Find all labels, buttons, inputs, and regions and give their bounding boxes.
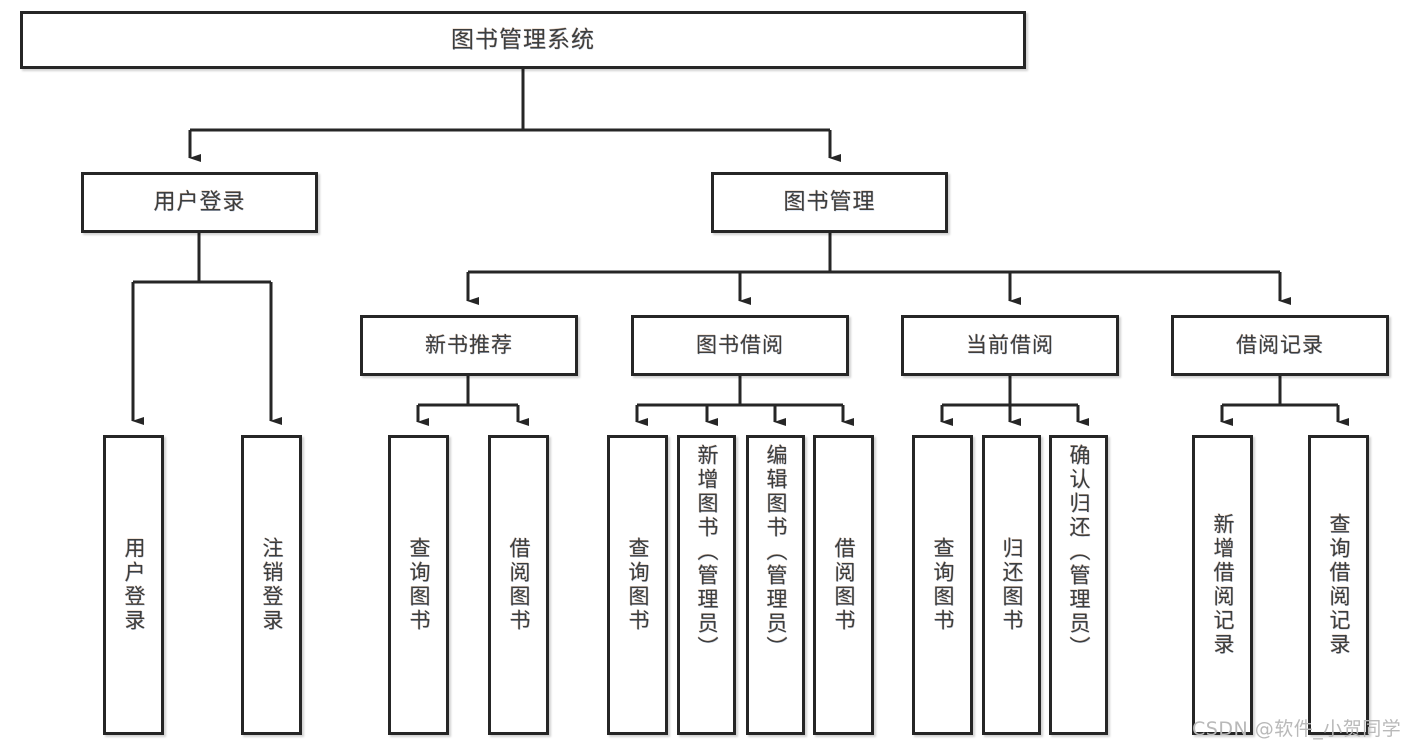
csdn-watermark: CSDN @软件_小贺同学	[1192, 718, 1402, 740]
leaf-book-borrow-query[interactable]: 查询图书	[607, 435, 668, 735]
leaf-book-borrow-edit-label: 编辑图书（管理员）	[763, 444, 788, 660]
leaf-current-borrow-confirm-return-label: 确认归还（管理员）	[1066, 444, 1091, 660]
leaf-current-borrow-query[interactable]: 查询图书	[912, 435, 973, 735]
leaf-user-login-login[interactable]: 用户登录	[103, 435, 164, 735]
node-borrow-record[interactable]: 借阅记录	[1171, 315, 1389, 376]
leaf-borrow-record-add-label: 新增借阅记录	[1210, 513, 1235, 657]
leaf-user-login-logout[interactable]: 注销登录	[241, 435, 302, 735]
leaf-book-borrow-add-label: 新增图书（管理员）	[694, 444, 719, 660]
leaf-new-book-query-label: 查询图书	[406, 537, 431, 633]
node-user-login-label: 用户登录	[153, 189, 246, 215]
leaf-current-borrow-return[interactable]: 归还图书	[982, 435, 1041, 735]
node-new-book-recommend-label: 新书推荐	[425, 333, 513, 358]
leaf-book-borrow-borrow[interactable]: 借阅图书	[813, 435, 874, 735]
leaf-new-book-borrow-label: 借阅图书	[506, 537, 531, 633]
node-book-management-label: 图书管理	[783, 189, 876, 215]
leaf-current-borrow-query-label: 查询图书	[930, 537, 955, 633]
node-book-borrow[interactable]: 图书借阅	[631, 315, 849, 376]
leaf-user-login-login-label: 用户登录	[121, 537, 146, 633]
leaf-new-book-borrow[interactable]: 借阅图书	[488, 435, 549, 735]
node-current-borrow[interactable]: 当前借阅	[901, 315, 1119, 376]
node-root-label: 图书管理系统	[451, 26, 595, 53]
node-root-book-management-system[interactable]: 图书管理系统	[20, 11, 1026, 69]
node-user-login[interactable]: 用户登录	[81, 172, 318, 233]
leaf-borrow-record-add[interactable]: 新增借阅记录	[1192, 435, 1253, 735]
node-book-management[interactable]: 图书管理	[711, 172, 948, 233]
leaf-borrow-record-query[interactable]: 查询借阅记录	[1308, 435, 1369, 735]
node-new-book-recommend[interactable]: 新书推荐	[360, 315, 578, 376]
leaf-borrow-record-query-label: 查询借阅记录	[1326, 513, 1351, 657]
leaf-book-borrow-edit[interactable]: 编辑图书（管理员）	[746, 435, 805, 735]
leaf-current-borrow-return-label: 归还图书	[999, 537, 1024, 633]
leaf-book-borrow-borrow-label: 借阅图书	[831, 537, 856, 633]
leaf-current-borrow-confirm-return[interactable]: 确认归还（管理员）	[1049, 435, 1108, 735]
leaf-new-book-query[interactable]: 查询图书	[388, 435, 449, 735]
node-current-borrow-label: 当前借阅	[966, 333, 1054, 358]
node-borrow-record-label: 借阅记录	[1236, 333, 1324, 358]
leaf-book-borrow-add[interactable]: 新增图书（管理员）	[677, 435, 736, 735]
leaf-user-login-logout-label: 注销登录	[259, 537, 284, 633]
node-book-borrow-label: 图书借阅	[696, 333, 784, 358]
leaf-book-borrow-query-label: 查询图书	[625, 537, 650, 633]
